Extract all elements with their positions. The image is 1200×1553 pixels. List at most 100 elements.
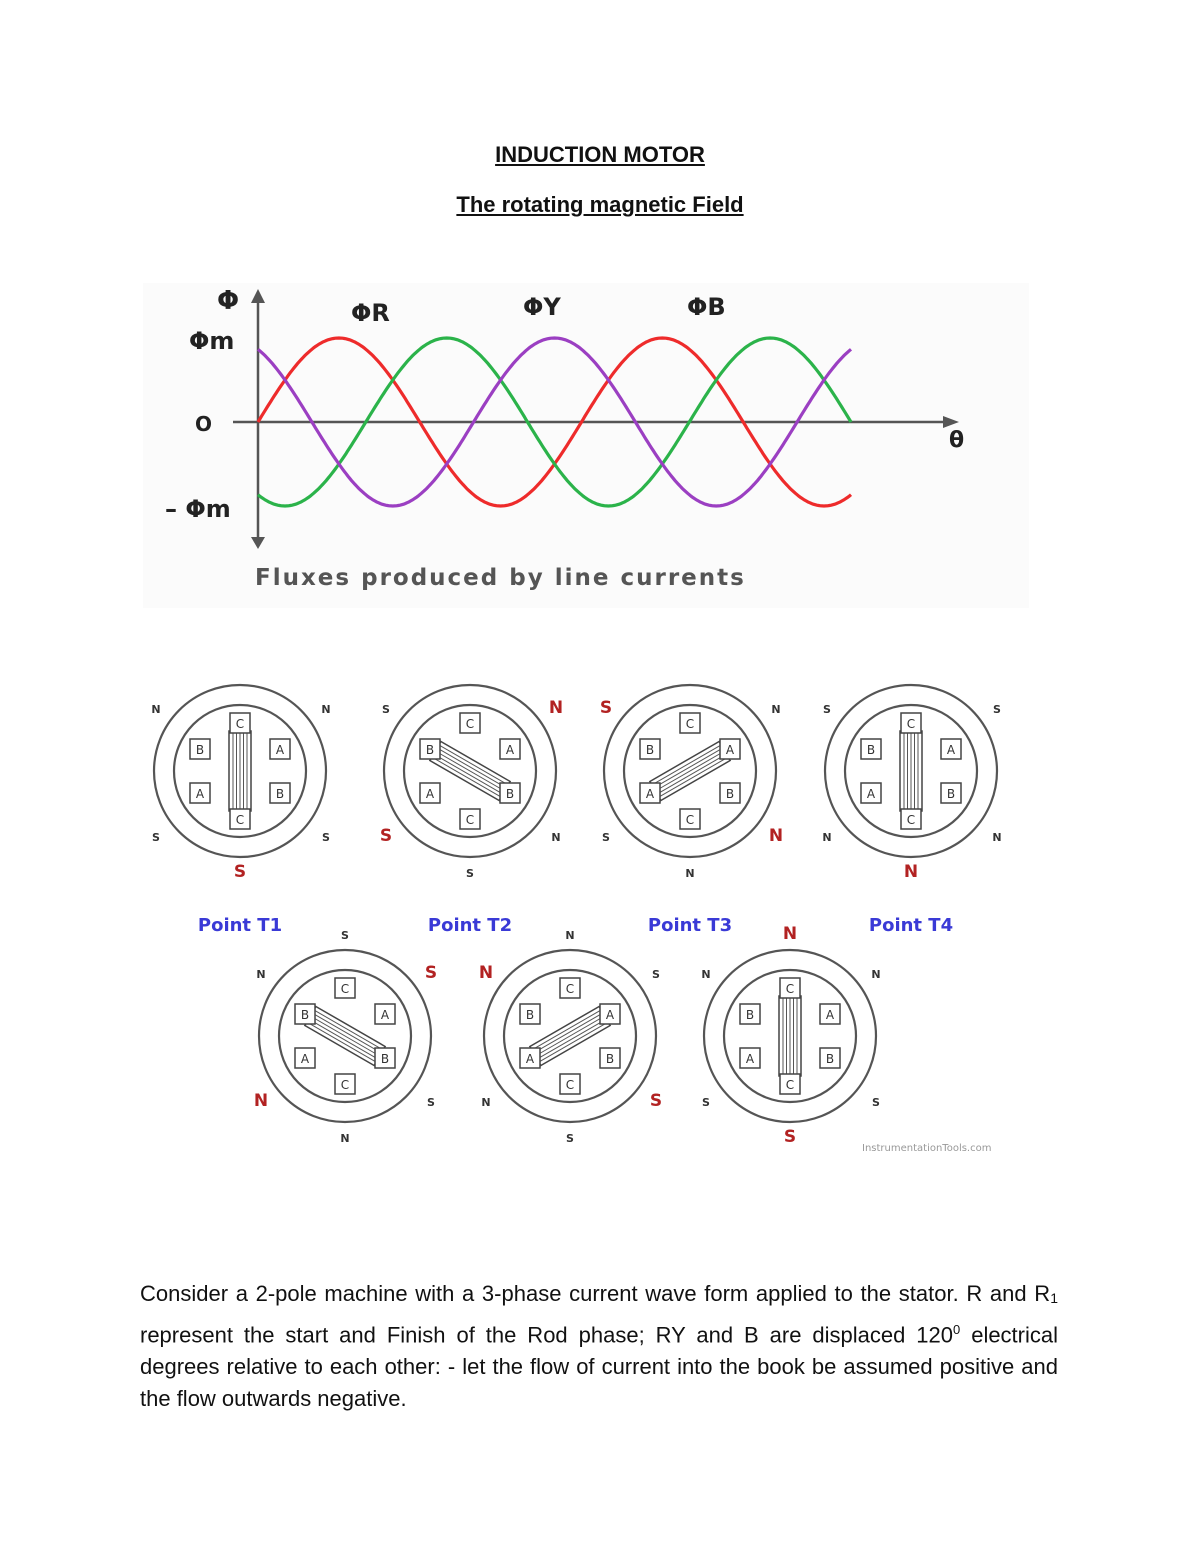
pole-diagram-4: CCBBAASNSSNNPoint T4 <box>822 676 1001 936</box>
pole-label-bottom: S <box>466 867 474 880</box>
coil-slot <box>779 977 801 999</box>
coil-slot <box>229 808 251 830</box>
pole-label-lower-left: S <box>702 1096 710 1109</box>
coil-slot <box>779 1073 801 1095</box>
watermark-text: InstrumentationTools.com <box>862 1143 991 1154</box>
rotor-winding <box>228 730 252 812</box>
winding-wire <box>310 1015 380 1057</box>
coil-slot <box>719 782 741 804</box>
coil-slot <box>334 977 356 999</box>
coil-label: A <box>646 787 655 801</box>
chart-labels: Φ Φm O – Φm θ ΦR ΦY ΦB Fluxes produced b… <box>165 286 964 591</box>
coil-slot <box>860 738 882 760</box>
coil-label: B <box>726 787 734 801</box>
pole-diagram-group: CCBBAANSNNSSPoint T1CCBBAANSSNSNPoint T2… <box>151 676 1001 1147</box>
coil-slot <box>940 738 962 760</box>
pole-label-bottom: N <box>340 1132 349 1145</box>
pole-label-upper-left: S <box>382 703 390 716</box>
coil-label: A <box>606 1008 615 1022</box>
coil-label: B <box>746 1008 754 1022</box>
coil-label: A <box>426 787 435 801</box>
pole-label-upper-left: S <box>823 703 831 716</box>
pole-label-upper-left: N <box>256 968 265 981</box>
diagram-caption: Point T4 <box>869 915 953 936</box>
coil-label: A <box>196 787 205 801</box>
y-tick-zero: O <box>195 412 212 436</box>
coil-slot <box>739 1047 761 1069</box>
coil-slot <box>519 1047 541 1069</box>
pole-diagram-3: CCBBAASNSNSNPoint T3 <box>600 676 783 936</box>
pole-label-top: N <box>465 676 474 677</box>
coil-slot <box>559 1073 581 1095</box>
coil-slot <box>499 738 521 760</box>
coil-label: A <box>276 743 285 757</box>
coil-label: A <box>301 1052 310 1066</box>
pole-label-lower-right: N <box>551 831 560 844</box>
coil-slot <box>294 1047 316 1069</box>
coil-slot <box>374 1003 396 1025</box>
coil-label: C <box>466 717 474 731</box>
legend-phi-b: ΦB <box>687 293 726 321</box>
coil-label: B <box>506 787 514 801</box>
pole-label-bottom: N <box>685 867 694 880</box>
rotor-winding <box>899 730 923 812</box>
coil-label: A <box>947 743 956 757</box>
winding-wire <box>656 753 727 795</box>
pole-diagram-2: CCBBAANSSNSNPoint T2 <box>380 676 563 936</box>
coil-label: C <box>341 1078 349 1092</box>
pole-label-lower-right: S <box>650 1091 662 1111</box>
pole-label-upper-right: S <box>652 968 660 981</box>
coil-label: C <box>236 717 244 731</box>
pole-diagram-1: CCBBAANSNNSSPoint T1 <box>151 676 330 936</box>
winding-wire <box>435 750 505 792</box>
coil-label: B <box>196 743 204 757</box>
winding-wire <box>306 1021 377 1063</box>
document-subtitle: The rotating magnetic Field <box>456 192 744 217</box>
pole-label-lower-left: S <box>602 831 610 844</box>
pole-label-upper-left: N <box>479 963 493 983</box>
coil-label: A <box>826 1008 835 1022</box>
pole-label-lower-right: S <box>322 831 330 844</box>
y-axis-label: Φ <box>217 286 239 316</box>
paragraph-subscript: 1 <box>1050 1290 1058 1306</box>
paragraph-part-1: Consider a 2-pole machine with a 3-phase… <box>140 1281 1051 1306</box>
pole-label-upper-left: N <box>701 968 710 981</box>
coil-slot <box>679 712 701 734</box>
coil-label: C <box>686 717 694 731</box>
pole-label-top: N <box>233 676 247 679</box>
winding-wire <box>533 1012 604 1054</box>
coil-label: C <box>907 813 915 827</box>
coil-label: C <box>786 982 794 996</box>
pole-label-lower-right: S <box>872 1096 880 1109</box>
winding-wire <box>651 744 722 786</box>
coil-slot <box>374 1047 396 1069</box>
coil-label: C <box>236 813 244 827</box>
coil-label: C <box>341 982 349 996</box>
coil-slot <box>499 782 521 804</box>
pole-label-top: N <box>565 929 574 942</box>
coil-slot <box>189 738 211 760</box>
winding-wire <box>535 1015 605 1057</box>
pole-label-lower-left: N <box>822 831 831 844</box>
pole-label-lower-right: S <box>427 1096 435 1109</box>
pole-label-upper-right: N <box>871 968 880 981</box>
winding-wire <box>531 1009 602 1051</box>
coil-slot <box>599 1003 621 1025</box>
series-line-ΦY <box>256 336 853 508</box>
coil-label: B <box>606 1052 614 1066</box>
coil-slot <box>229 712 251 734</box>
pole-label-lower-left: S <box>380 826 392 846</box>
coil-slot <box>639 738 661 760</box>
y-tick-phi-max: Φm <box>189 327 234 355</box>
rotating-field-diagrams: CCBBAANSNNSSPoint T1CCBBAANSSNSNPoint T2… <box>151 676 1001 1154</box>
legend-phi-r: ΦR <box>351 299 390 327</box>
chart-series <box>256 336 853 508</box>
pole-label-bottom: N <box>904 862 918 882</box>
x-axis-label: θ <box>949 428 964 453</box>
coil-slot <box>739 1003 761 1025</box>
winding-wire <box>536 1018 607 1060</box>
pole-label-upper-right: N <box>771 703 780 716</box>
coil-slot <box>459 808 481 830</box>
